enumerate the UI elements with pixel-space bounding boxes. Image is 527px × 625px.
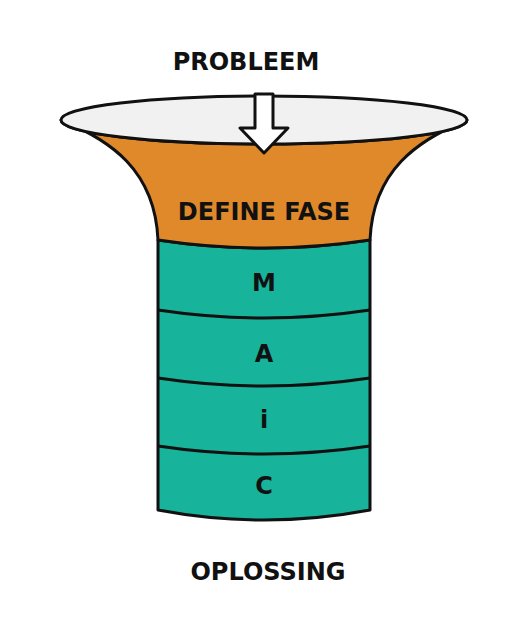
output-label: OPLOSSING — [190, 558, 345, 586]
input-label: PROBLEEM — [173, 48, 320, 76]
funnel-band-step: C — [234, 468, 294, 504]
band-label: A — [255, 340, 274, 368]
band-label: M — [252, 269, 276, 297]
band-label: DEFINE FASE — [178, 198, 350, 226]
funnel-band-define: DEFINE FASE — [164, 192, 364, 232]
funnel-band-step: M — [234, 265, 294, 301]
funnel-band-step: i — [234, 402, 294, 438]
funnel-band-step: A — [234, 336, 294, 372]
band-label: C — [255, 472, 273, 500]
band-label: i — [260, 406, 268, 434]
